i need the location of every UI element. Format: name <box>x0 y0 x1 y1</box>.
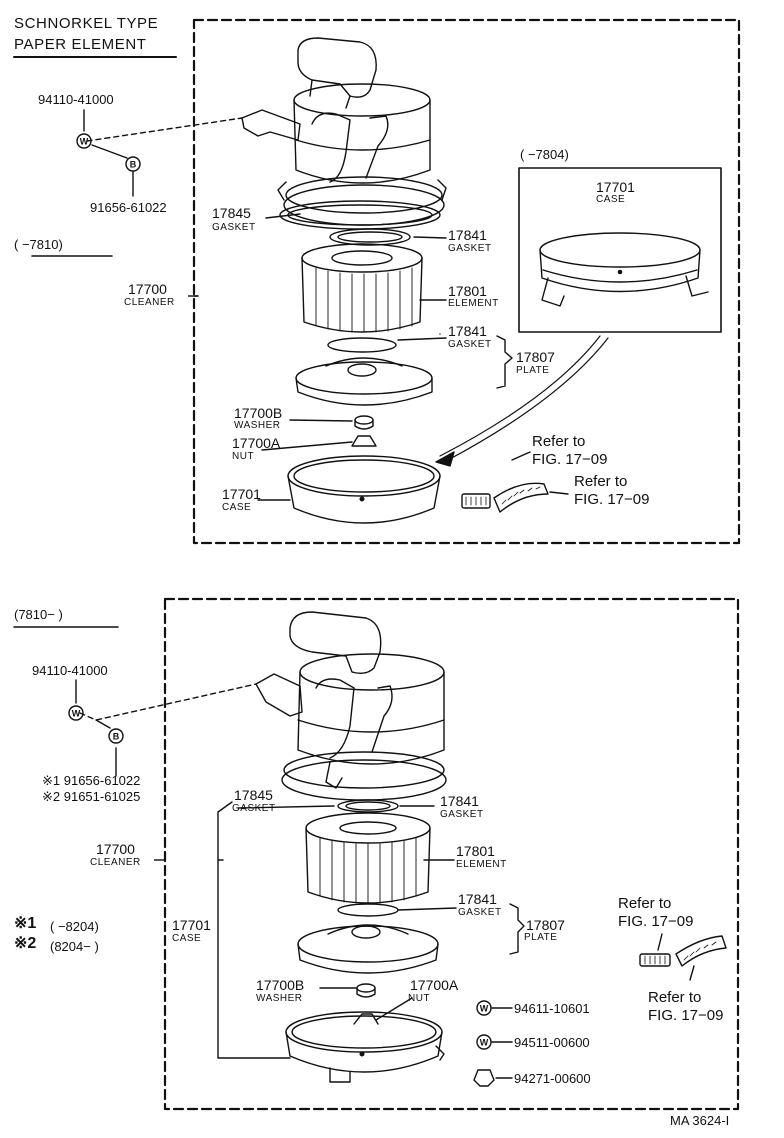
header-line2: PAPER ELEMENT <box>14 36 147 53</box>
top-bolt-w-code: 94110-41000 <box>38 92 114 107</box>
note2-mark: ※2 <box>14 935 37 952</box>
bottom-17841a-num: 17841 <box>440 793 479 809</box>
top-17700-name: CLEANER <box>124 297 175 308</box>
top-17700a-num: 17700A <box>232 435 281 451</box>
bottom-17845-name: GASKET <box>232 803 276 814</box>
bolt-b-symbol-top <box>125 156 141 172</box>
footer-code: MA 3624-I <box>670 1113 730 1128</box>
top-17845-num: 17845 <box>212 205 251 221</box>
top-17700b-num: 17700B <box>234 405 283 421</box>
bottom-17701-name: CASE <box>172 933 202 944</box>
inset-case-drawing <box>539 232 709 307</box>
bottom-17845-num: 17845 <box>234 787 273 803</box>
hw1-code: 94611-10601 <box>514 1001 590 1016</box>
bottom-17841a-name: GASKET <box>440 809 484 820</box>
bottom-17807-num: 17807 <box>526 917 565 933</box>
header-line1: SCHNORKEL TYPE <box>14 15 159 32</box>
bottom-17841b-name: GASKET <box>458 907 502 918</box>
bottom-range-label: (7810− ) <box>14 607 63 622</box>
bolt-leader-top <box>86 117 243 142</box>
top-refer2-l2: FIG. 17−09 <box>574 491 650 508</box>
bottom-refer1-l2: FIG. 17−09 <box>618 913 694 930</box>
hw3-code: 94271-00600 <box>514 1071 591 1086</box>
inset-box <box>518 167 722 333</box>
top-17701-num: 17701 <box>222 486 261 502</box>
top-17801-name: ELEMENT <box>448 298 499 309</box>
bolt-w-symbol-top <box>76 133 92 149</box>
refer-parts-top <box>461 482 549 513</box>
hw2-code: 94511-00600 <box>514 1035 590 1050</box>
bottom-17700a-num: 17700A <box>410 977 459 993</box>
top-17700-num: 17700 <box>128 281 167 297</box>
bottom-17700a-name: NUT <box>408 993 431 1004</box>
top-refer1-l2: FIG. 17−09 <box>532 451 608 468</box>
top-17845-name: GASKET <box>212 222 256 233</box>
inset-arrow <box>447 337 609 461</box>
top-17700a-name: NUT <box>232 451 255 462</box>
bolt-w-letter-bottom: W <box>72 709 81 719</box>
note1-text: ( −8204) <box>50 919 99 934</box>
top-refer1-l1: Refer to <box>532 433 586 450</box>
top-bolt-b-code: 91656-61022 <box>90 200 167 215</box>
bottom-17807-name: PLATE <box>524 932 558 943</box>
bottom-bolt-w-code: 94110-41000 <box>32 663 108 678</box>
top-17801-num: 17801 <box>448 283 487 299</box>
bottom-refer2-l1: Refer to <box>648 989 702 1006</box>
top-section-frame <box>192 18 741 545</box>
bottom-17700b-num: 17700B <box>256 977 305 993</box>
bottom-17700-num: 17700 <box>96 841 135 857</box>
inset-17701-name: CASE <box>596 194 626 205</box>
bottom-17801-num: 17801 <box>456 843 495 859</box>
bottom-17841b-num: 17841 <box>458 891 497 907</box>
cleaner-assembly-bottom <box>255 611 447 1083</box>
hw1-letter: W <box>480 1004 489 1014</box>
bottom-section-frame <box>163 597 740 1111</box>
top-17701-name: CASE <box>222 502 252 513</box>
top-17700b-name: WASHER <box>234 420 281 431</box>
bottom-17700-name: CLEANER <box>90 857 141 868</box>
bolt-b-letter-bottom: B <box>113 732 120 742</box>
top-17841b-name: GASKET <box>448 339 492 350</box>
bottom-refer2-l2: FIG. 17−09 <box>648 1007 724 1024</box>
bottom-17801-name: ELEMENT <box>456 859 507 870</box>
top-17807-name: PLATE <box>516 365 550 376</box>
bolt-b-letter-top: B <box>130 160 137 170</box>
bolt-b-symbol-bottom <box>108 728 124 744</box>
top-range-label: ( −7810) <box>14 237 63 252</box>
inset-17701-num: 17701 <box>596 179 635 195</box>
bottom-17700b-name: WASHER <box>256 993 303 1004</box>
bottom-bolt-b-code2: ※2 91651-61025 <box>42 789 141 804</box>
bottom-17701-num: 17701 <box>172 917 211 933</box>
top-17841b-num: 17841 <box>448 323 487 339</box>
bolt-leader-bottom <box>79 683 257 721</box>
top-17807-num: 17807 <box>516 349 555 365</box>
bolt-w-letter-top: W <box>80 137 89 147</box>
bottom-bolt-b-code1: ※1 91656-61022 <box>42 773 141 788</box>
cleaner-assembly-top <box>241 37 447 524</box>
note2-text: (8204− ) <box>50 939 99 954</box>
top-17841a-num: 17841 <box>448 227 487 243</box>
top-refer2-l1: Refer to <box>574 473 628 490</box>
bottom-refer1-l1: Refer to <box>618 895 672 912</box>
inset-range-label: ( −7804) <box>520 147 569 162</box>
hardware-symbols-bottom <box>473 1000 513 1087</box>
top-17841a-name: GASKET <box>448 243 492 254</box>
hw2-letter: W <box>480 1038 489 1048</box>
note1-mark: ※1 <box>14 915 37 932</box>
refer-parts-bottom <box>639 933 727 981</box>
bolt-w-symbol-bottom <box>68 705 84 721</box>
